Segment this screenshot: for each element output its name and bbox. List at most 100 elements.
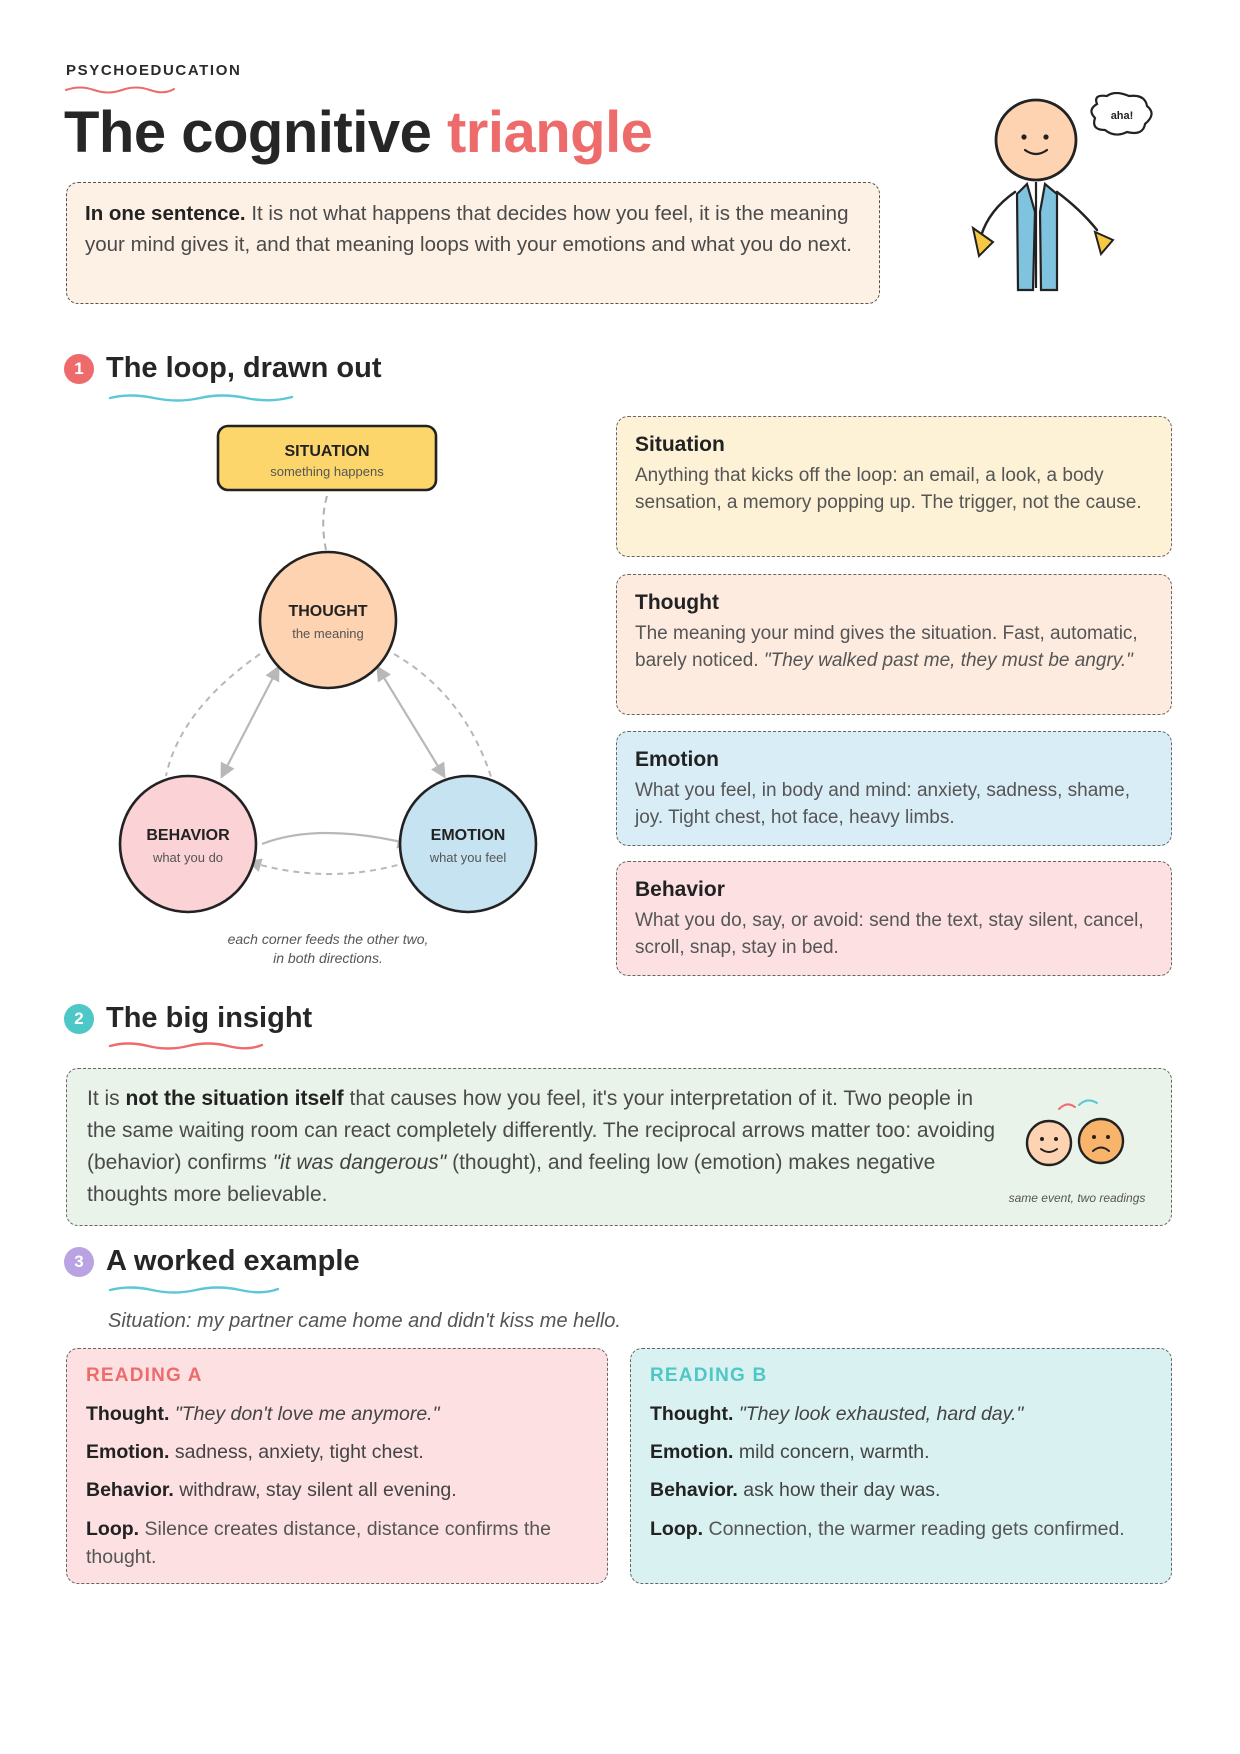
reading-b-thought-text: "They look exhausted, hard day." bbox=[738, 1403, 1024, 1425]
thought-node: THOUGHT the meaning bbox=[258, 550, 398, 690]
summary-box: In one sentence. It is not what happens … bbox=[66, 182, 880, 304]
diagram-caption-line-1: each corner feeds the other two, bbox=[227, 931, 429, 947]
example-situation: Situation: my partner came home and didn… bbox=[108, 1310, 621, 1332]
emotion-behavior-dashed-arrow bbox=[247, 858, 409, 875]
diagram-caption: each corner feeds the other two, in both… bbox=[178, 930, 478, 968]
reading-a-loop-text: Silence creates distance, distance confi… bbox=[86, 1518, 551, 1568]
thought-behavior-arrow bbox=[220, 665, 280, 779]
stick-figure-illustration: aha! bbox=[971, 92, 1153, 292]
section-3-header: 3 A worked example bbox=[64, 1245, 360, 1278]
reading-b-emotion: Emotion. mild concern, warmth. bbox=[650, 1439, 1152, 1466]
thought-card: Thought The meaning your mind gives the … bbox=[616, 574, 1172, 715]
behavior-card-title: Behavior bbox=[635, 878, 725, 901]
sad-face-icon bbox=[1077, 1117, 1125, 1165]
reading-a-emotion-label: Emotion. bbox=[86, 1441, 170, 1463]
thought-node-label: THOUGHT bbox=[288, 603, 367, 620]
left-hand-icon bbox=[971, 225, 995, 259]
behavior-thought-dashed-arrow bbox=[165, 653, 261, 777]
reading-b-thought: Thought. "They look exhausted, hard day.… bbox=[650, 1401, 1152, 1428]
summary-text: It is not what happens that decides how … bbox=[85, 202, 852, 256]
page-title: The cognitive triangle bbox=[64, 98, 653, 168]
thought-card-title: Thought bbox=[635, 591, 719, 614]
reading-a-thought: Thought. "They don't love me anymore." bbox=[86, 1401, 588, 1428]
situation-card-text: Anything that kicks off the loop: an ema… bbox=[635, 464, 1142, 514]
behavior-node-sub: what you do bbox=[152, 850, 223, 865]
reading-a-behavior-text: withdraw, stay silent all evening. bbox=[179, 1479, 457, 1501]
reading-b-behavior-label: Behavior. bbox=[650, 1479, 738, 1501]
section-3-squiggle bbox=[108, 1286, 280, 1294]
behavior-card-text: What you do, say, or avoid: send the tex… bbox=[635, 909, 1144, 959]
emotion-thought-dashed-arrow bbox=[393, 653, 493, 781]
reading-a-card: READING A Thought. "They don't love me a… bbox=[66, 1348, 608, 1584]
reading-b-emotion-label: Emotion. bbox=[650, 1441, 734, 1463]
emotion-card: Emotion What you feel, in body and mind:… bbox=[616, 731, 1172, 846]
situation-node-sub: something happens bbox=[270, 464, 384, 479]
speech-bubble-text: aha! bbox=[1111, 110, 1134, 122]
insight-text: It is not the situation itself that caus… bbox=[87, 1083, 997, 1211]
thought-card-text: The meaning your mind gives the situatio… bbox=[635, 622, 1138, 672]
happy-face-icon bbox=[1025, 1119, 1073, 1167]
reading-a-behavior: Behavior. withdraw, stay silent all even… bbox=[86, 1477, 588, 1504]
situation-card: Situation Anything that kicks off the lo… bbox=[616, 416, 1172, 557]
situation-thought-connector bbox=[322, 495, 328, 551]
situation-node-label: SITUATION bbox=[284, 443, 369, 460]
reading-a-thought-text: "They don't love me anymore." bbox=[174, 1403, 440, 1425]
reading-b-loop-text: Connection, the warmer reading gets conf… bbox=[708, 1518, 1125, 1540]
reading-a-emotion-text: sadness, anxiety, tight chest. bbox=[174, 1441, 424, 1463]
cognitive-triangle-diagram: SITUATION something happens THOUGHT the … bbox=[118, 424, 538, 914]
reading-b-card: READING B Thought. "They look exhausted,… bbox=[630, 1348, 1172, 1584]
section-2-squiggle bbox=[108, 1042, 264, 1050]
behavior-emotion-arrow bbox=[261, 831, 413, 849]
speech-bubble: aha! bbox=[1090, 92, 1153, 136]
reading-a-behavior-label: Behavior. bbox=[86, 1479, 174, 1501]
reading-a-thought-label: Thought. bbox=[86, 1403, 170, 1425]
reading-a-emotion: Emotion. sadness, anxiety, tight chest. bbox=[86, 1439, 588, 1466]
insight-part-1: It is bbox=[87, 1087, 120, 1110]
eyebrow-squiggle bbox=[65, 86, 175, 94]
thought-emotion-arrow bbox=[376, 665, 446, 779]
reading-b-behavior: Behavior. ask how their day was. bbox=[650, 1477, 1152, 1504]
reading-a-heading: READING A bbox=[86, 1365, 203, 1386]
behavior-node-label: BEHAVIOR bbox=[146, 827, 230, 844]
insight-quote: "it was dangerous" bbox=[272, 1151, 447, 1174]
eyebrow-label: PSYCHOEDUCATION bbox=[66, 62, 242, 79]
thought-card-body: The meaning your mind gives the situatio… bbox=[635, 620, 1153, 675]
situation-node: SITUATION something happens bbox=[216, 424, 438, 492]
behavior-card: Behavior What you do, say, or avoid: sen… bbox=[616, 861, 1172, 976]
reading-b-loop-label: Loop. bbox=[650, 1518, 704, 1540]
reading-b-behavior-text: ask how their day was. bbox=[743, 1479, 941, 1501]
section-2-header: 2 The big insight bbox=[64, 1002, 312, 1035]
situation-card-title: Situation bbox=[635, 433, 725, 456]
title-accent: triangle bbox=[446, 100, 653, 165]
emotion-node-sub: what you feel bbox=[429, 850, 507, 865]
reading-a-loop: Loop. Silence creates distance, distance… bbox=[86, 1515, 588, 1571]
reading-b-emotion-text: mild concern, warmth. bbox=[738, 1441, 930, 1463]
behavior-node: BEHAVIOR what you do bbox=[118, 774, 258, 914]
faces-caption: same event, two readings bbox=[1008, 1191, 1146, 1205]
title-main: The cognitive bbox=[64, 100, 432, 165]
emotion-card-title: Emotion bbox=[635, 748, 719, 771]
insight-box: It is not the situation itself that caus… bbox=[66, 1068, 1172, 1226]
diagram-caption-line-2: in both directions. bbox=[273, 950, 383, 966]
two-faces-illustration bbox=[1025, 1099, 1125, 1167]
insight-part-3: (thought), and feeling low (emotion) mak… bbox=[87, 1151, 936, 1206]
summary-lead: In one sentence. bbox=[85, 202, 246, 225]
thought-node-sub: the meaning bbox=[292, 626, 364, 641]
section-2-number: 2 bbox=[64, 1003, 94, 1034]
section-1-squiggle bbox=[108, 394, 294, 402]
section-1-number: 1 bbox=[64, 353, 94, 384]
section-1-header: 1 The loop, drawn out bbox=[64, 352, 381, 385]
section-3-title: A worked example bbox=[106, 1245, 360, 1277]
head-icon bbox=[994, 98, 1078, 182]
reading-b-heading: READING B bbox=[650, 1365, 768, 1386]
reading-b-thought-label: Thought. bbox=[650, 1403, 734, 1425]
right-hand-icon bbox=[1093, 230, 1115, 257]
section-1-title: The loop, drawn out bbox=[106, 352, 382, 384]
thought-card-quote: "They walked past me, they must be angry… bbox=[763, 650, 1133, 671]
insight-bold: not the situation itself bbox=[125, 1087, 344, 1110]
emotion-card-text: What you feel, in body and mind: anxiety… bbox=[635, 779, 1130, 829]
emotion-node-label: EMOTION bbox=[431, 827, 506, 844]
insight-part-2: that causes how you feel, it's your inte… bbox=[87, 1087, 996, 1174]
section-3-number: 3 bbox=[64, 1246, 94, 1277]
reading-b-loop: Loop. Connection, the warmer reading get… bbox=[650, 1515, 1152, 1543]
